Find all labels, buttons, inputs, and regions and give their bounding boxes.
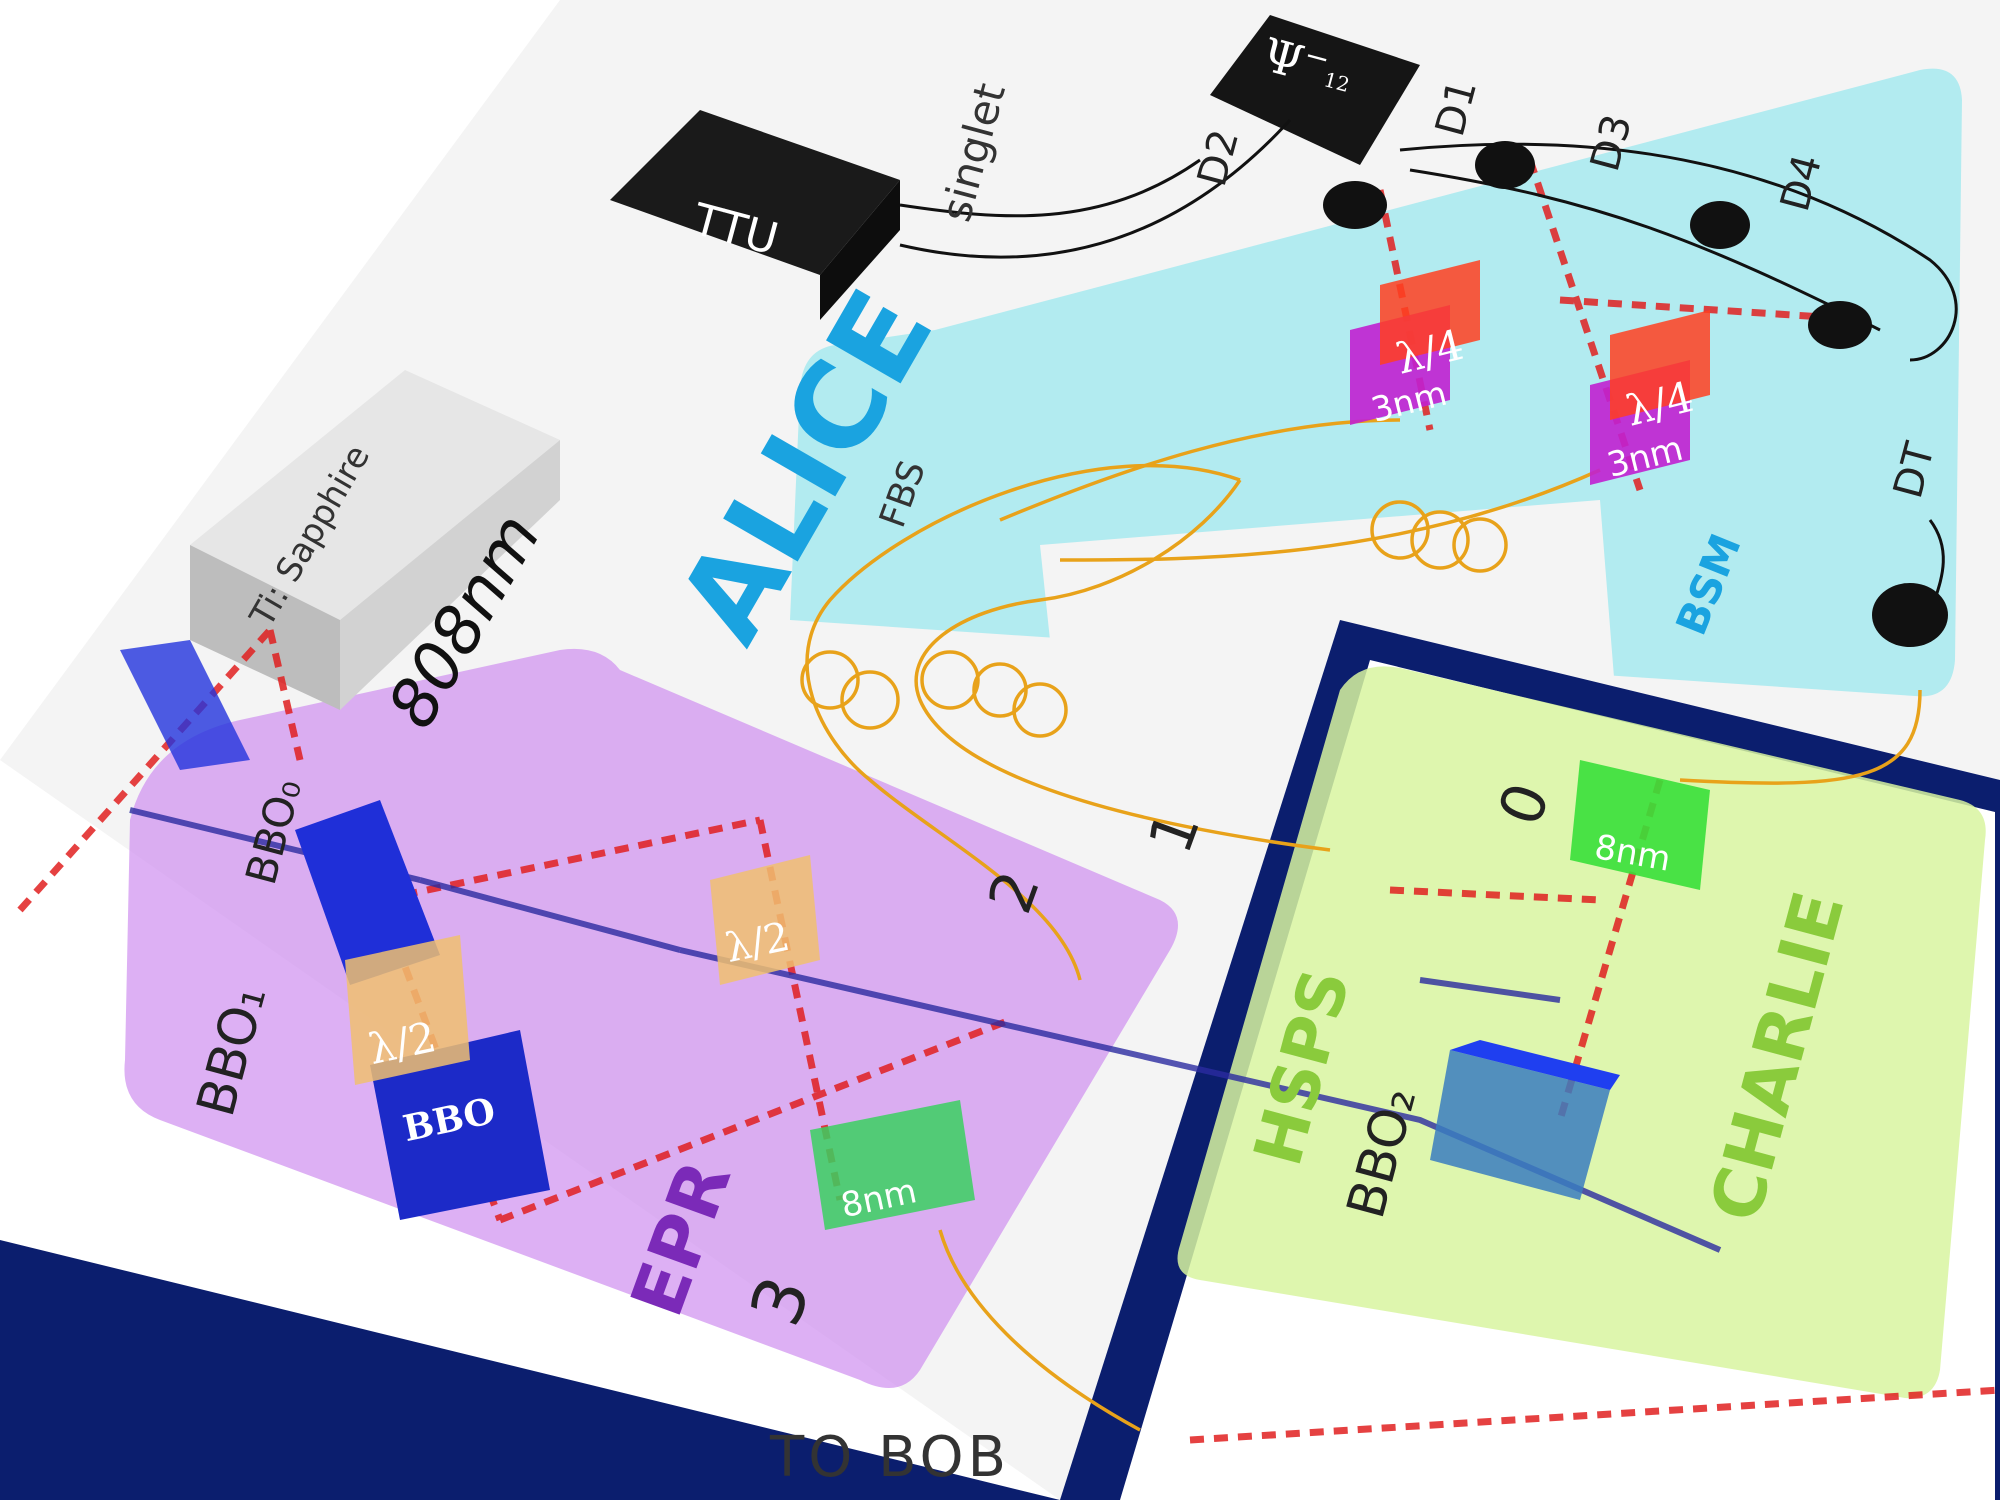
bbo2-crystal bbox=[1430, 1050, 1610, 1200]
bsm-qwp-2 bbox=[1610, 310, 1710, 420]
charlie-region bbox=[1177, 666, 1986, 1399]
to-bob-label: TO BOB bbox=[770, 1425, 1011, 1490]
detector-cables bbox=[899, 118, 1958, 621]
psi-box bbox=[1210, 15, 1420, 165]
ttu-box-front bbox=[820, 180, 900, 320]
charlie-filter-8nm bbox=[1570, 760, 1710, 890]
epr-halfwave-plate-2 bbox=[710, 855, 820, 985]
laser-box-side bbox=[190, 545, 340, 710]
epr-halfwave-plate-1 bbox=[345, 935, 470, 1085]
laser-box-top bbox=[190, 370, 560, 620]
table-edge bbox=[0, 1240, 1060, 1500]
bsm-qwp-1 bbox=[1380, 260, 1480, 365]
bbo-crystal bbox=[370, 1030, 550, 1220]
detectors bbox=[1323, 141, 1948, 647]
laser-box-front bbox=[340, 440, 560, 710]
epr-filter-8nm bbox=[810, 1100, 975, 1230]
optical-fibers bbox=[800, 418, 1922, 1432]
bsm-region-cutout bbox=[1040, 500, 1615, 690]
bbo0-crystal bbox=[120, 640, 250, 770]
bbo2-crystal-top bbox=[1450, 1040, 1620, 1090]
bbo1-crystal bbox=[295, 800, 440, 985]
ttu-box-top bbox=[610, 110, 900, 275]
